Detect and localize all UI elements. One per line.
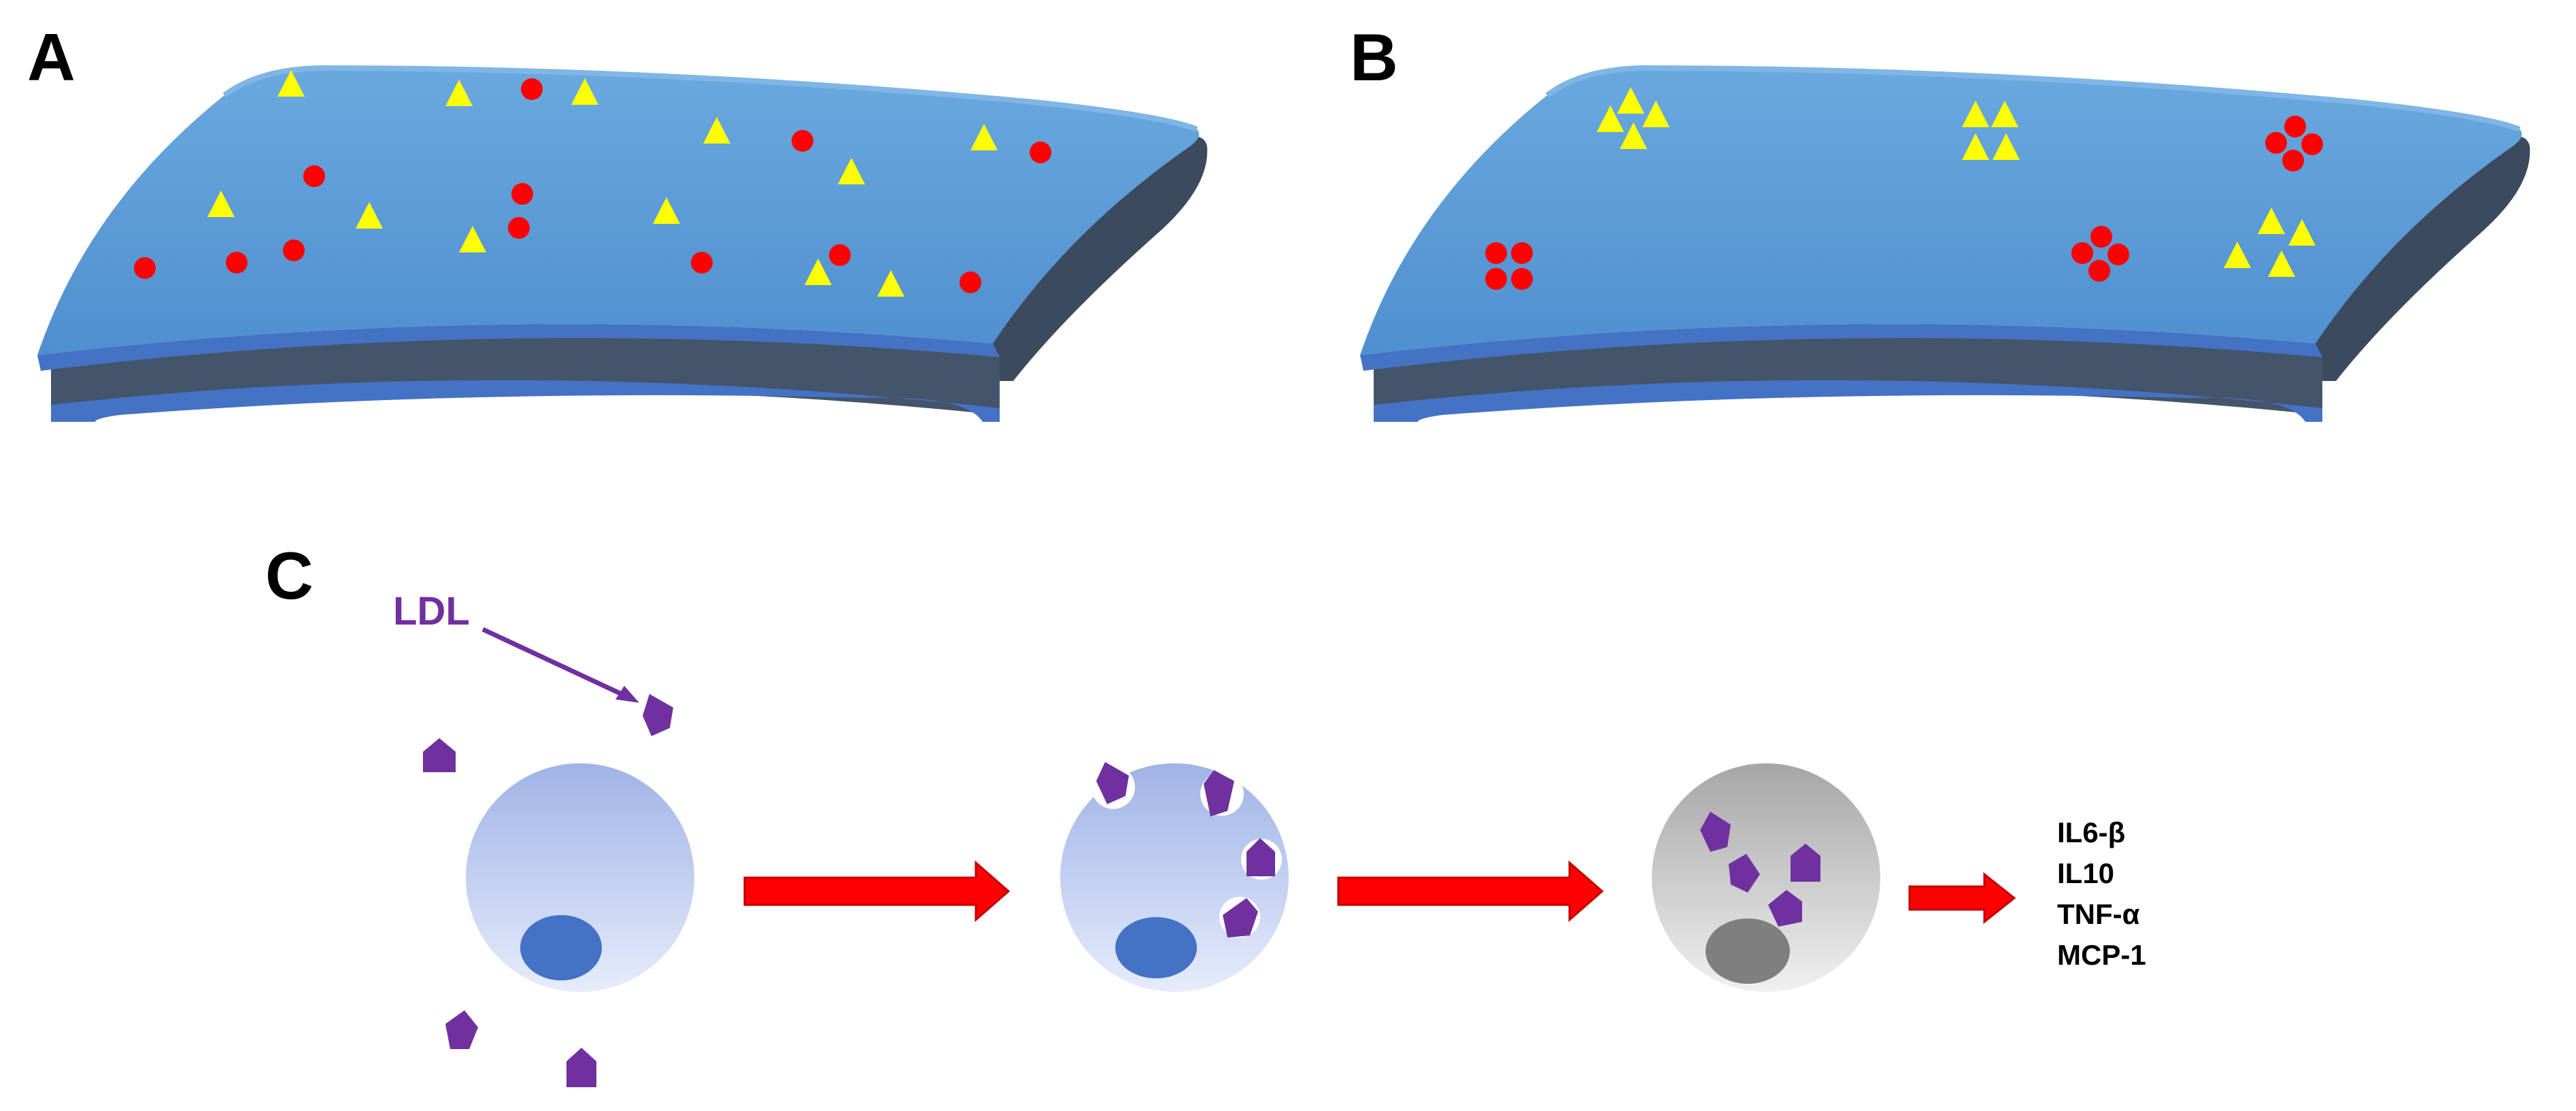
antigen-triangle [653,197,680,224]
ldl-particle [566,1048,596,1087]
ldl-particle [445,1010,478,1049]
cell-dot [303,165,325,187]
antigen-triangle [703,117,730,144]
process-arrow-1 [743,860,1011,923]
antigen-triangle [356,202,383,229]
vessel-a [37,68,1207,422]
panel-label-b: B [1350,20,1398,95]
macrophage-cell [1060,762,1289,992]
antigen-triangle [804,259,832,285]
ldl-particle [643,694,673,736]
vessel-b [1360,68,2530,422]
dot-cluster [2265,116,2323,171]
ldl-particle [423,738,456,772]
ldl-particles-free [423,694,673,1087]
triangle-cluster [1962,101,2020,160]
antigen-triangle [207,190,235,217]
dot-cluster [2071,226,2129,282]
cytokine-label: MCP-1 [2057,939,2146,971]
antigen-triangle [459,226,486,252]
process-arrow-2 [1337,860,1604,923]
ldl-pointer-arrow [481,627,639,703]
cell-dot [508,217,530,239]
vessel-b-clusters [1485,87,2323,290]
ldl-uptake [1091,762,1282,938]
nucleus [1115,917,1197,978]
cell-dot [134,257,156,279]
antigen-triangle [970,124,998,150]
process-arrow-3 [1908,872,2016,925]
triangle-cluster [2224,208,2316,277]
antigen-triangle [445,80,473,106]
cell-dot [521,78,543,100]
nucleus [520,915,602,980]
cell-dot [1030,142,1051,163]
cell-dot [792,130,813,152]
triangle-cluster [1597,87,1670,149]
cytokine-label: TNF-α [2057,898,2140,930]
cell-dot [283,239,305,261]
cytokine-list: IL6-β IL10 TNF-α MCP-1 [2057,816,2146,971]
ldl-internalized [1700,812,1820,927]
panel-label-a: A [27,20,75,95]
monocyte-cell [466,763,694,992]
vessel-a-particles [134,70,1051,297]
nucleus [1706,918,1790,984]
cell-dot [960,271,981,293]
ldl-label: LDL [393,589,470,633]
foam-cell [1652,763,1880,992]
cytokine-label: IL6-β [2057,816,2125,848]
cell-dot [226,252,248,273]
cell-dot [511,183,533,205]
cytokine-label: IL10 [2057,857,2114,889]
antigen-triangle [838,158,865,184]
antigen-triangle [877,270,904,297]
panel-label-c: C [265,538,313,613]
antigen-triangle [571,78,598,105]
antigen-triangle [277,70,305,97]
cell-dot [691,252,713,273]
cell-dot [829,244,851,266]
dot-cluster [1485,242,1533,290]
